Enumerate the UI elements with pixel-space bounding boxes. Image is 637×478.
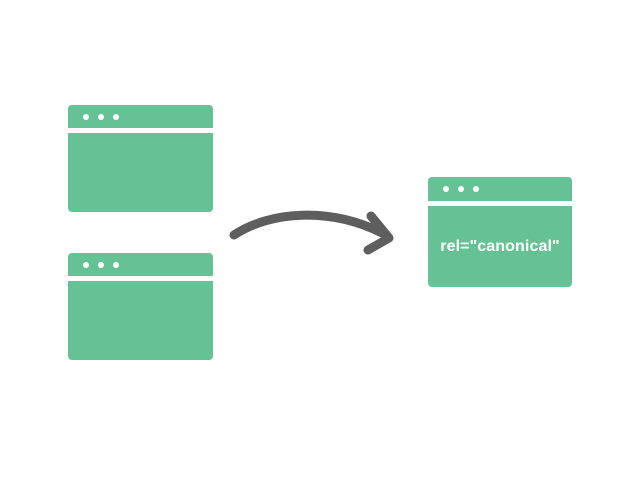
window-dot-icon <box>473 186 479 192</box>
browser-window-canonical-target[interactable]: rel="canonical" <box>428 177 572 287</box>
window-dots-canonical-target <box>428 186 479 192</box>
titlebar-separator <box>68 128 213 133</box>
window-dots-source-b <box>68 261 119 268</box>
canonical-tag-label: rel="canonical" <box>440 237 560 255</box>
titlebar-separator <box>428 201 572 206</box>
window-dot-icon <box>83 261 89 268</box>
browser-window-source-b[interactable] <box>68 253 213 360</box>
window-body-source-b <box>68 281 213 360</box>
window-dots-source-a <box>68 113 119 120</box>
window-dot-icon <box>443 186 449 192</box>
window-dot-icon <box>113 261 119 268</box>
titlebar-source-a <box>68 105 213 128</box>
titlebar-separator <box>68 276 213 281</box>
window-body-source-a <box>68 133 213 212</box>
browser-window-source-a[interactable] <box>68 105 213 212</box>
arrow-shaft <box>229 210 387 240</box>
titlebar-source-b <box>68 253 213 276</box>
arrow-head <box>363 211 394 255</box>
window-dot-icon <box>83 113 89 120</box>
window-dot-icon <box>113 113 119 120</box>
titlebar-canonical-target <box>428 177 572 201</box>
window-dot-icon <box>98 113 104 120</box>
window-dot-icon <box>98 261 104 268</box>
window-dot-icon <box>458 186 464 192</box>
window-body-canonical-target: rel="canonical" <box>428 206 572 287</box>
